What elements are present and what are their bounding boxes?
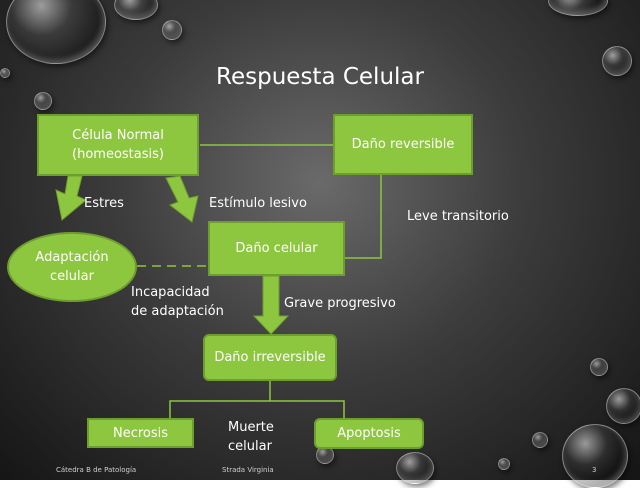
label-estimulo-lesivo: Estímulo lesivo (209, 196, 307, 211)
water-drop-decoration (602, 46, 632, 76)
label-grave-progresivo: Grave progresivo (284, 296, 396, 311)
node-adaptacion-celular: Adaptación celular (7, 232, 137, 302)
node-dano-reversible: Daño reversible (333, 114, 473, 175)
water-drop-decoration (606, 388, 640, 424)
water-drop-decoration (0, 68, 10, 78)
footer-page-number: 3 (592, 466, 597, 474)
label-leve-transitorio: Leve transitorio (407, 209, 509, 224)
label-estres: Estres (84, 196, 124, 211)
node-celula-normal: Célula Normal (homeostasis) (37, 114, 199, 176)
arrow-grave (252, 275, 290, 335)
water-drop-decoration (562, 424, 628, 488)
arrow-estimulo (165, 175, 199, 223)
water-drop-decoration (396, 452, 434, 484)
water-drop-decoration (590, 358, 608, 376)
water-drop-decoration (532, 432, 548, 448)
water-drop-decoration (498, 458, 510, 470)
water-drop-decoration (34, 92, 52, 110)
footer-presenter: Strada Virginia (222, 466, 274, 474)
connector-branch (169, 400, 345, 418)
node-dano-celular: Daño celular (208, 221, 345, 276)
label-incapacidad-adaptacion: Incapacidad de adaptación (131, 285, 224, 319)
node-necrosis: Necrosis (87, 418, 194, 448)
water-drop-decoration (162, 20, 182, 40)
label-muerte-celular: Muerte celular (228, 420, 274, 454)
node-dano-irreversible: Daño irreversible (203, 334, 337, 381)
slide-title: Respuesta Celular (216, 64, 424, 90)
arrow-estres (55, 175, 87, 221)
node-apoptosis: Apoptosis (314, 418, 424, 449)
footer-author-chair: Cátedra B de Patología (56, 466, 137, 474)
connector-reversible-dano (345, 175, 382, 259)
